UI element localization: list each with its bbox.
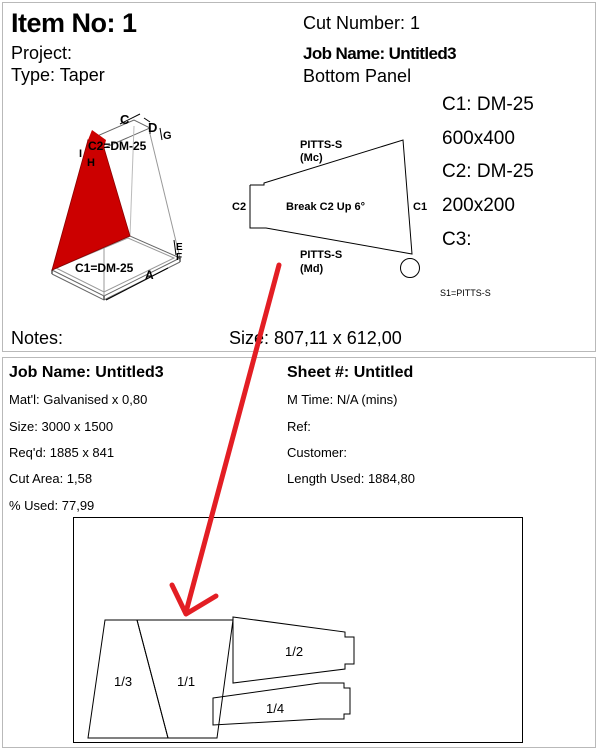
flat-label-c2: C2 xyxy=(232,201,247,213)
cut-number: Cut Number: 1 xyxy=(303,13,421,33)
flat-label-mc: (Mc) xyxy=(300,152,323,164)
sheet-detail-panel xyxy=(2,357,596,748)
part-label-1-2: 1/2 xyxy=(285,644,304,659)
iso-label-d: D xyxy=(148,120,158,135)
sheet-number: Sheet #: Untitled xyxy=(287,364,414,381)
cut-area: Cut Area: 1,58 xyxy=(9,471,93,486)
machine-time: M Time: N/A (mins) xyxy=(287,392,398,407)
sheet-job-name: Job Name: Untitled3 xyxy=(9,364,164,381)
customer: Customer: xyxy=(287,445,347,460)
part-1-4 xyxy=(212,682,351,726)
sheet-size: Size: 3000 x 1500 xyxy=(9,419,114,434)
iso-label-i: I xyxy=(79,148,83,160)
notes-label: Notes: xyxy=(11,328,64,348)
part-1-1 xyxy=(136,619,234,739)
spec-c1: C1: DM-25 xyxy=(442,94,534,115)
item-title: Item No: 1 xyxy=(11,8,137,38)
material: Mat'l: Galvanised x 0,80 xyxy=(9,392,148,407)
flat-label-break: Break C2 Up 6° xyxy=(286,201,365,213)
part-label-1-3: 1/3 xyxy=(114,674,133,689)
spec-c2: C2: DM-25 xyxy=(442,161,534,182)
nesting-sheet xyxy=(73,517,523,743)
flat-label-pitts-top: PITTS-S xyxy=(300,139,343,151)
part-label-1-1: 1/1 xyxy=(177,674,196,689)
percent-used: % Used: 77,99 xyxy=(9,498,95,513)
iso-label-a: A xyxy=(145,268,154,282)
iso-label-g: G xyxy=(163,130,172,142)
iso-label-c: C xyxy=(120,112,130,127)
project-label: Project: xyxy=(11,43,73,63)
spec-c1-size: 600x400 xyxy=(442,128,515,149)
iso-label-c2: C2=DM-25 xyxy=(88,139,147,153)
part-1-2 xyxy=(232,616,355,684)
flat-label-md: (Md) xyxy=(300,263,324,275)
flat-label-c1: C1 xyxy=(413,201,428,213)
job-name-top: Job Name: Untitled3 xyxy=(303,44,457,63)
iso-label-e: E xyxy=(176,242,183,253)
length-used: Length Used: 1884,80 xyxy=(287,471,415,486)
part-label-1-4: 1/4 xyxy=(266,701,285,716)
reference: Ref: xyxy=(287,419,311,434)
flat-label-s1: S1=PITTS-S xyxy=(440,288,491,298)
flat-label-pitts-bottom: PITTS-S xyxy=(300,249,343,261)
iso-label-f: F xyxy=(176,252,183,263)
iso-label-h: H xyxy=(87,157,95,169)
spec-c3: C3: xyxy=(442,229,472,250)
panel-name: Bottom Panel xyxy=(303,66,412,86)
spec-c2-size: 200x200 xyxy=(442,195,515,216)
required-size: Req'd: 1885 x 841 xyxy=(9,445,115,460)
type-label: Type: Taper xyxy=(11,65,105,85)
iso-label-c1: C1=DM-25 xyxy=(75,261,134,275)
